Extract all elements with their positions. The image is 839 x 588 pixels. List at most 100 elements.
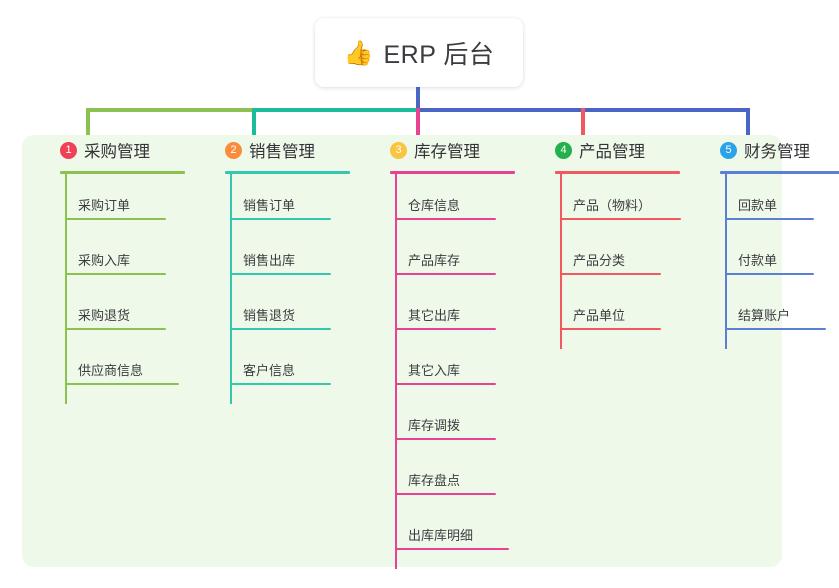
leaf-label: 采购退货 xyxy=(78,308,131,323)
leaf-underline xyxy=(561,328,661,330)
branch-underline-finance xyxy=(720,171,839,174)
branch-sales: 2 销售管理 销售订单 销售出库 销售退货 客户信息 xyxy=(209,135,359,404)
leaf-underline xyxy=(66,273,166,275)
leaf-label: 采购订单 xyxy=(78,198,131,213)
leaf-label: 产品（物料） xyxy=(573,198,652,213)
leaf-underline xyxy=(66,383,179,385)
branch-badge-4: 4 xyxy=(555,141,572,159)
leaf-underline xyxy=(561,218,681,220)
leaf-label: 客户信息 xyxy=(243,363,296,378)
leaf-item[interactable]: 仓库信息 xyxy=(396,195,496,220)
drop-sales xyxy=(252,108,256,148)
branch-header-product[interactable]: 4 产品管理 xyxy=(539,135,689,165)
leaf-underline xyxy=(726,328,826,330)
leaf-item[interactable]: 其它出库 xyxy=(396,305,496,330)
leaf-underline xyxy=(231,328,331,330)
leaf-underline xyxy=(396,328,496,330)
branch-trunk-product xyxy=(560,171,562,349)
branch-finance: 5 财务管理 回款单 付款单 结算账户 xyxy=(704,135,839,349)
leaf-label: 回款单 xyxy=(738,198,778,213)
leaf-item[interactable]: 产品分类 xyxy=(561,250,661,275)
leaf-label: 销售出库 xyxy=(243,253,296,268)
leaf-item[interactable]: 客户信息 xyxy=(231,360,331,385)
leaf-item[interactable]: 采购退货 xyxy=(66,305,166,330)
leaf-item[interactable]: 回款单 xyxy=(726,195,814,220)
root-node[interactable]: 👍 ERP 后台 xyxy=(315,18,523,87)
leaf-item[interactable]: 其它入库 xyxy=(396,360,496,385)
leaf-item[interactable]: 销售退货 xyxy=(231,305,331,330)
leaf-underline xyxy=(726,218,814,220)
root-title: ERP 后台 xyxy=(383,40,495,69)
branch-header-inventory[interactable]: 3 库存管理 xyxy=(374,135,524,165)
branch-header-purchasing[interactable]: 1 采购管理 xyxy=(44,135,194,165)
root-node-content: 👍 ERP 后台 xyxy=(344,35,495,71)
branch-title-inventory: 库存管理 xyxy=(414,143,480,161)
branch-inventory: 3 库存管理 仓库信息 产品库存 其它出库 其它入库 库存调拨 xyxy=(374,135,524,569)
leaf-label: 销售退货 xyxy=(243,308,296,323)
leaf-label: 其它出库 xyxy=(408,308,461,323)
branch-underline-sales xyxy=(225,171,350,174)
leaf-underline xyxy=(66,218,166,220)
leaf-underline xyxy=(396,493,496,495)
root-stem-connector xyxy=(416,87,420,111)
leaf-label: 付款单 xyxy=(738,253,778,268)
leaf-item[interactable]: 库存调拨 xyxy=(396,415,496,440)
leaf-label: 采购入库 xyxy=(78,253,131,268)
leaf-item[interactable]: 采购入库 xyxy=(66,250,166,275)
branch-badge-1: 1 xyxy=(60,141,77,159)
leaf-label: 结算账户 xyxy=(738,308,791,323)
leaf-underline xyxy=(231,273,331,275)
drop-finance xyxy=(746,108,750,148)
leaf-item[interactable]: 库存盘点 xyxy=(396,470,496,495)
leaf-label: 产品库存 xyxy=(408,253,461,268)
branch-title-finance: 财务管理 xyxy=(744,143,810,161)
branch-product: 4 产品管理 产品（物料） 产品分类 产品单位 xyxy=(539,135,689,349)
leaf-item[interactable]: 付款单 xyxy=(726,250,814,275)
leaf-item[interactable]: 销售订单 xyxy=(231,195,331,220)
bar-segment-green xyxy=(86,108,254,112)
branches-panel: 1 采购管理 采购订单 采购入库 采购退货 供应商信息 xyxy=(22,135,839,569)
leaf-item[interactable]: 销售出库 xyxy=(231,250,331,275)
leaf-item[interactable]: 产品库存 xyxy=(396,250,496,275)
leaf-label: 其它入库 xyxy=(408,363,461,378)
branch-title-product: 产品管理 xyxy=(579,143,645,161)
branch-badge-5: 5 xyxy=(720,141,737,159)
leaf-underline xyxy=(396,218,496,220)
drop-inventory xyxy=(416,108,420,148)
leaf-item[interactable]: 结算账户 xyxy=(726,305,826,330)
leaf-label: 产品单位 xyxy=(573,308,626,323)
leaf-underline xyxy=(231,218,331,220)
branch-underline-purchasing xyxy=(60,171,185,174)
drop-purchasing xyxy=(86,108,90,148)
drop-product xyxy=(581,108,585,148)
bar-segment-teal xyxy=(252,108,420,112)
leaf-label: 库存盘点 xyxy=(408,473,461,488)
leaf-underline xyxy=(396,383,496,385)
leaf-item[interactable]: 采购订单 xyxy=(66,195,166,220)
leaf-underline xyxy=(396,273,496,275)
leaf-underline xyxy=(396,548,509,550)
branch-title-sales: 销售管理 xyxy=(249,143,315,161)
leaf-item[interactable]: 出库库明细 xyxy=(396,525,509,550)
leaf-label: 供应商信息 xyxy=(78,363,144,378)
branch-trunk-inventory xyxy=(395,171,397,569)
leaf-item[interactable]: 产品单位 xyxy=(561,305,661,330)
leaf-underline xyxy=(396,438,496,440)
leaf-label: 仓库信息 xyxy=(408,198,461,213)
leaf-label: 库存调拨 xyxy=(408,418,461,433)
leaf-label: 出库库明细 xyxy=(408,528,474,543)
branch-header-finance[interactable]: 5 财务管理 xyxy=(704,135,839,165)
leaf-underline xyxy=(726,273,814,275)
leaf-label: 销售订单 xyxy=(243,198,296,213)
leaf-label: 产品分类 xyxy=(573,253,626,268)
branch-trunk-sales xyxy=(230,171,232,404)
branch-purchasing: 1 采购管理 采购订单 采购入库 采购退货 供应商信息 xyxy=(44,135,194,404)
leaf-underline xyxy=(561,273,661,275)
leaf-item[interactable]: 供应商信息 xyxy=(66,360,179,385)
branch-header-sales[interactable]: 2 销售管理 xyxy=(209,135,359,165)
leaf-item[interactable]: 产品（物料） xyxy=(561,195,681,220)
thumbs-up-icon: 👍 xyxy=(343,39,374,67)
leaf-underline xyxy=(231,383,331,385)
branch-trunk-finance xyxy=(725,171,727,349)
